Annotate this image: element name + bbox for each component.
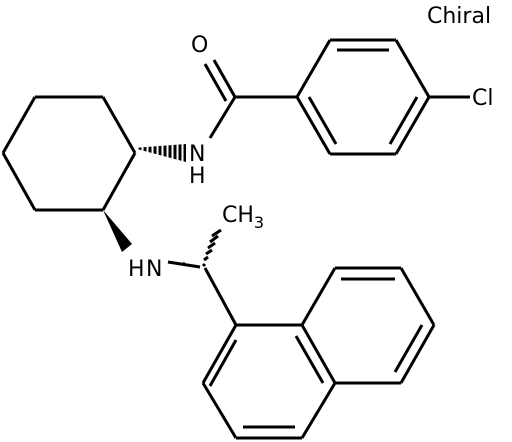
naphthalene-ring-a xyxy=(201,323,337,440)
hashed-wedge-bond-methyl xyxy=(175,248,202,270)
chiral-label: Chiral xyxy=(427,4,491,29)
carbonyl-double-bond xyxy=(203,59,237,102)
chiral-carbon-naphthyl-bond xyxy=(203,267,238,326)
amine-hydrogen-label: H xyxy=(128,257,145,282)
amide-hydrogen-label: H xyxy=(189,164,206,189)
hashed-wedge-bond-amide xyxy=(138,144,186,162)
methyl-label: CH3 xyxy=(222,203,264,232)
chlorine-label: Cl xyxy=(472,86,493,111)
cyclohexane-ring xyxy=(1,95,137,212)
amine-nitrogen-label: N xyxy=(146,257,162,282)
amide-n-carbonyl-bond xyxy=(208,96,237,139)
methyl-ch-text: CH xyxy=(222,203,254,228)
methyl-subscript: 3 xyxy=(254,213,264,232)
amide-nitrogen-label: N xyxy=(189,142,205,167)
oxygen-label: O xyxy=(191,33,208,58)
solid-wedge-bond-amine xyxy=(103,210,132,252)
methyl-hash-lines xyxy=(201,228,222,268)
naphthalene-ring-b xyxy=(300,266,436,385)
chlorophenyl-ring xyxy=(295,38,431,156)
